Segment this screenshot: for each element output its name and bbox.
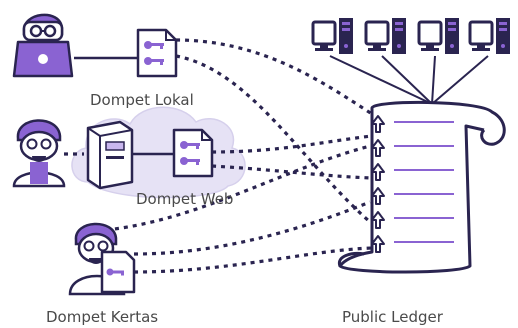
computer-icon <box>468 18 510 54</box>
arrow-up-icon <box>371 211 454 229</box>
network-links <box>329 55 489 105</box>
arrow-up-icon <box>371 187 454 205</box>
connection-line <box>133 246 373 274</box>
connection-line <box>175 54 372 224</box>
arrow-up-icon <box>371 163 454 181</box>
computer-icon <box>311 18 353 54</box>
scroll-icon <box>337 100 506 274</box>
ledger-entries <box>371 115 454 253</box>
arrow-up-icon <box>371 115 454 133</box>
ledger-label: Public Ledger <box>342 308 444 326</box>
arrow-up-icon <box>371 139 454 157</box>
connection-line <box>133 200 371 256</box>
server-icon <box>86 120 134 190</box>
connection-line <box>105 144 371 232</box>
paper-wallet-label: Dompet Kertas <box>46 308 158 326</box>
key-document-icon <box>172 128 214 178</box>
local-wallet-label: Dompet Lokal <box>90 91 194 109</box>
connection-lines <box>105 38 373 274</box>
computer-icon <box>417 18 459 54</box>
computer-icon <box>364 18 406 54</box>
computer-network <box>311 18 510 105</box>
key-document-icon <box>136 28 178 78</box>
web-wallet-label: Dompet Web <box>136 190 233 208</box>
connection-line <box>175 38 373 116</box>
user-icon <box>22 13 64 42</box>
user-icon <box>12 119 66 188</box>
arrow-up-icon <box>371 235 454 253</box>
laptop-icon <box>12 40 74 78</box>
paper-wallet-icon <box>100 250 136 294</box>
